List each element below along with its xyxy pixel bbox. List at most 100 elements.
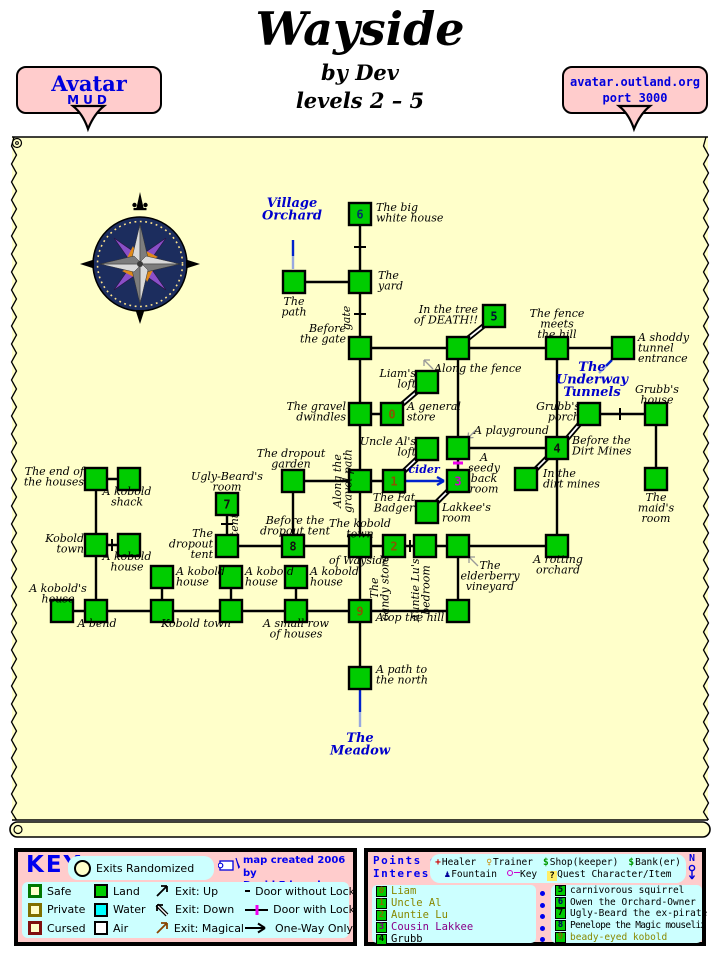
poi-number: 8 bbox=[555, 920, 566, 932]
poi-legend-bank-er-: $Bank(er) bbox=[628, 856, 681, 868]
poi-name: Owen the Orchard-Owner bbox=[570, 896, 696, 908]
key-one-way: One-Way Only bbox=[244, 921, 355, 935]
poi-item-penelope-the-magic-mouselix: 8 Penelope the Magic mouselix bbox=[555, 920, 706, 932]
room-before-the-gate bbox=[347, 335, 373, 361]
map-link bbox=[605, 359, 613, 367]
poi-item-owen-the-orchard-owner: 6 Owen the Orchard-Owner bbox=[555, 896, 702, 908]
key-room-type-private: Private bbox=[28, 902, 94, 917]
scroll-curl-top-inner bbox=[15, 141, 19, 145]
poi-name: Cousin Lakkee bbox=[391, 921, 474, 933]
exits-randomized-icon bbox=[74, 859, 91, 877]
poi-name: Penelope the Magic mouselix bbox=[570, 920, 706, 932]
poi-bullet bbox=[540, 914, 545, 920]
poi-number: 0 bbox=[376, 885, 387, 897]
key-room-type-safe: Safe bbox=[28, 884, 94, 899]
poi-name: beady-eyed kobold bbox=[570, 931, 668, 943]
room-a-bend bbox=[83, 598, 109, 624]
compass-cardinal-tips bbox=[80, 192, 200, 324]
room-the-elderberry-vineyard bbox=[445, 533, 471, 559]
key-door-lock: Door with Lock bbox=[244, 903, 355, 917]
map-label: A bend bbox=[76, 617, 116, 630]
poi-name: Uncle Al bbox=[391, 897, 442, 909]
poi-legend-trainer: ♀Trainer bbox=[486, 856, 533, 868]
points-of-interest-panel: Points of Interest +Healer♀Trainer$Shop(… bbox=[364, 848, 708, 946]
server-port: port 3000 bbox=[602, 91, 668, 105]
map-link bbox=[436, 479, 445, 487]
poi-name: Liam bbox=[391, 885, 417, 897]
room-liams-loft bbox=[414, 369, 440, 395]
map-link bbox=[468, 556, 479, 567]
poi-legend-shop-keeper-: $Shop(keeper) bbox=[542, 856, 619, 868]
room-before-the-dropout-tent bbox=[280, 533, 306, 559]
room-the-big-white-house bbox=[347, 201, 373, 227]
mud-name: Avatar bbox=[51, 70, 127, 96]
room-ugly-beards-room bbox=[214, 491, 240, 517]
bank-er--icon: $ bbox=[628, 856, 635, 868]
poi-number: 2 bbox=[376, 909, 387, 921]
room-the-yard bbox=[347, 269, 373, 295]
server-badge-tail bbox=[615, 104, 654, 133]
scroll-pen-icon bbox=[218, 857, 240, 871]
door-lock-icon bbox=[245, 904, 269, 915]
room-atop-the-hill-east bbox=[445, 598, 471, 624]
avatar-badge-tail bbox=[69, 104, 108, 133]
poi-legend-healer: +Healer bbox=[435, 856, 477, 868]
key-door: Door without Lock bbox=[244, 884, 355, 898]
poi-legend-quest-character-item: ?Quest Character/Item bbox=[547, 869, 672, 881]
poi-item-liam: 0 Liam bbox=[376, 885, 536, 897]
poi-name: Auntie Lu bbox=[391, 909, 448, 921]
poi-number: 9 bbox=[555, 931, 566, 943]
page-subtitle: by Dev bbox=[321, 60, 399, 85]
door-icon bbox=[245, 890, 251, 893]
poi-number: 3 bbox=[376, 921, 387, 933]
key-exit-down: Exit: Down bbox=[154, 902, 244, 918]
room-a-seedy-back-room bbox=[445, 468, 471, 494]
room-number-before-the-dirt-mines: 4 bbox=[553, 442, 560, 456]
room-number-in-the-tree-of-death: 5 bbox=[490, 310, 497, 324]
north-letter: N bbox=[688, 853, 696, 864]
level-range: levels 2 – 5 bbox=[295, 88, 425, 113]
room-a-kobold-house-3 bbox=[283, 564, 309, 590]
room-the-dropout-tent bbox=[214, 533, 240, 559]
poi-name: carnivorous squirrel bbox=[570, 885, 685, 897]
poi-name: Ugly-Beard the ex-pirate bbox=[570, 908, 708, 920]
poi-left-list-bg bbox=[372, 885, 536, 943]
room-before-the-dirt-mines bbox=[544, 435, 570, 461]
map-label: gate bbox=[340, 305, 353, 330]
poi-number: 6 bbox=[555, 896, 566, 908]
room-number-before-the-dropout-tent: 8 bbox=[289, 540, 296, 554]
room-grubbs-porch bbox=[576, 401, 602, 427]
room-a-kobold-house-2 bbox=[218, 564, 244, 590]
room-a-kobold-shack bbox=[116, 466, 142, 492]
poi-bullet bbox=[540, 891, 545, 896]
poi-legend-key: Key bbox=[506, 869, 537, 881]
poi-item-cousin-lakkee: 3 Cousin Lakkee bbox=[376, 921, 536, 933]
map-label: cider bbox=[408, 463, 441, 476]
poi-item-auntie-lu: 2 Auntie Lu bbox=[376, 909, 536, 921]
room-number-atop-the-hill: 9 bbox=[356, 605, 363, 619]
room-number-ugly-beards-room: 7 bbox=[223, 498, 230, 512]
map-link bbox=[598, 365, 607, 374]
map-label: A playground bbox=[473, 424, 549, 437]
room-the-dropout-garden bbox=[280, 468, 306, 494]
